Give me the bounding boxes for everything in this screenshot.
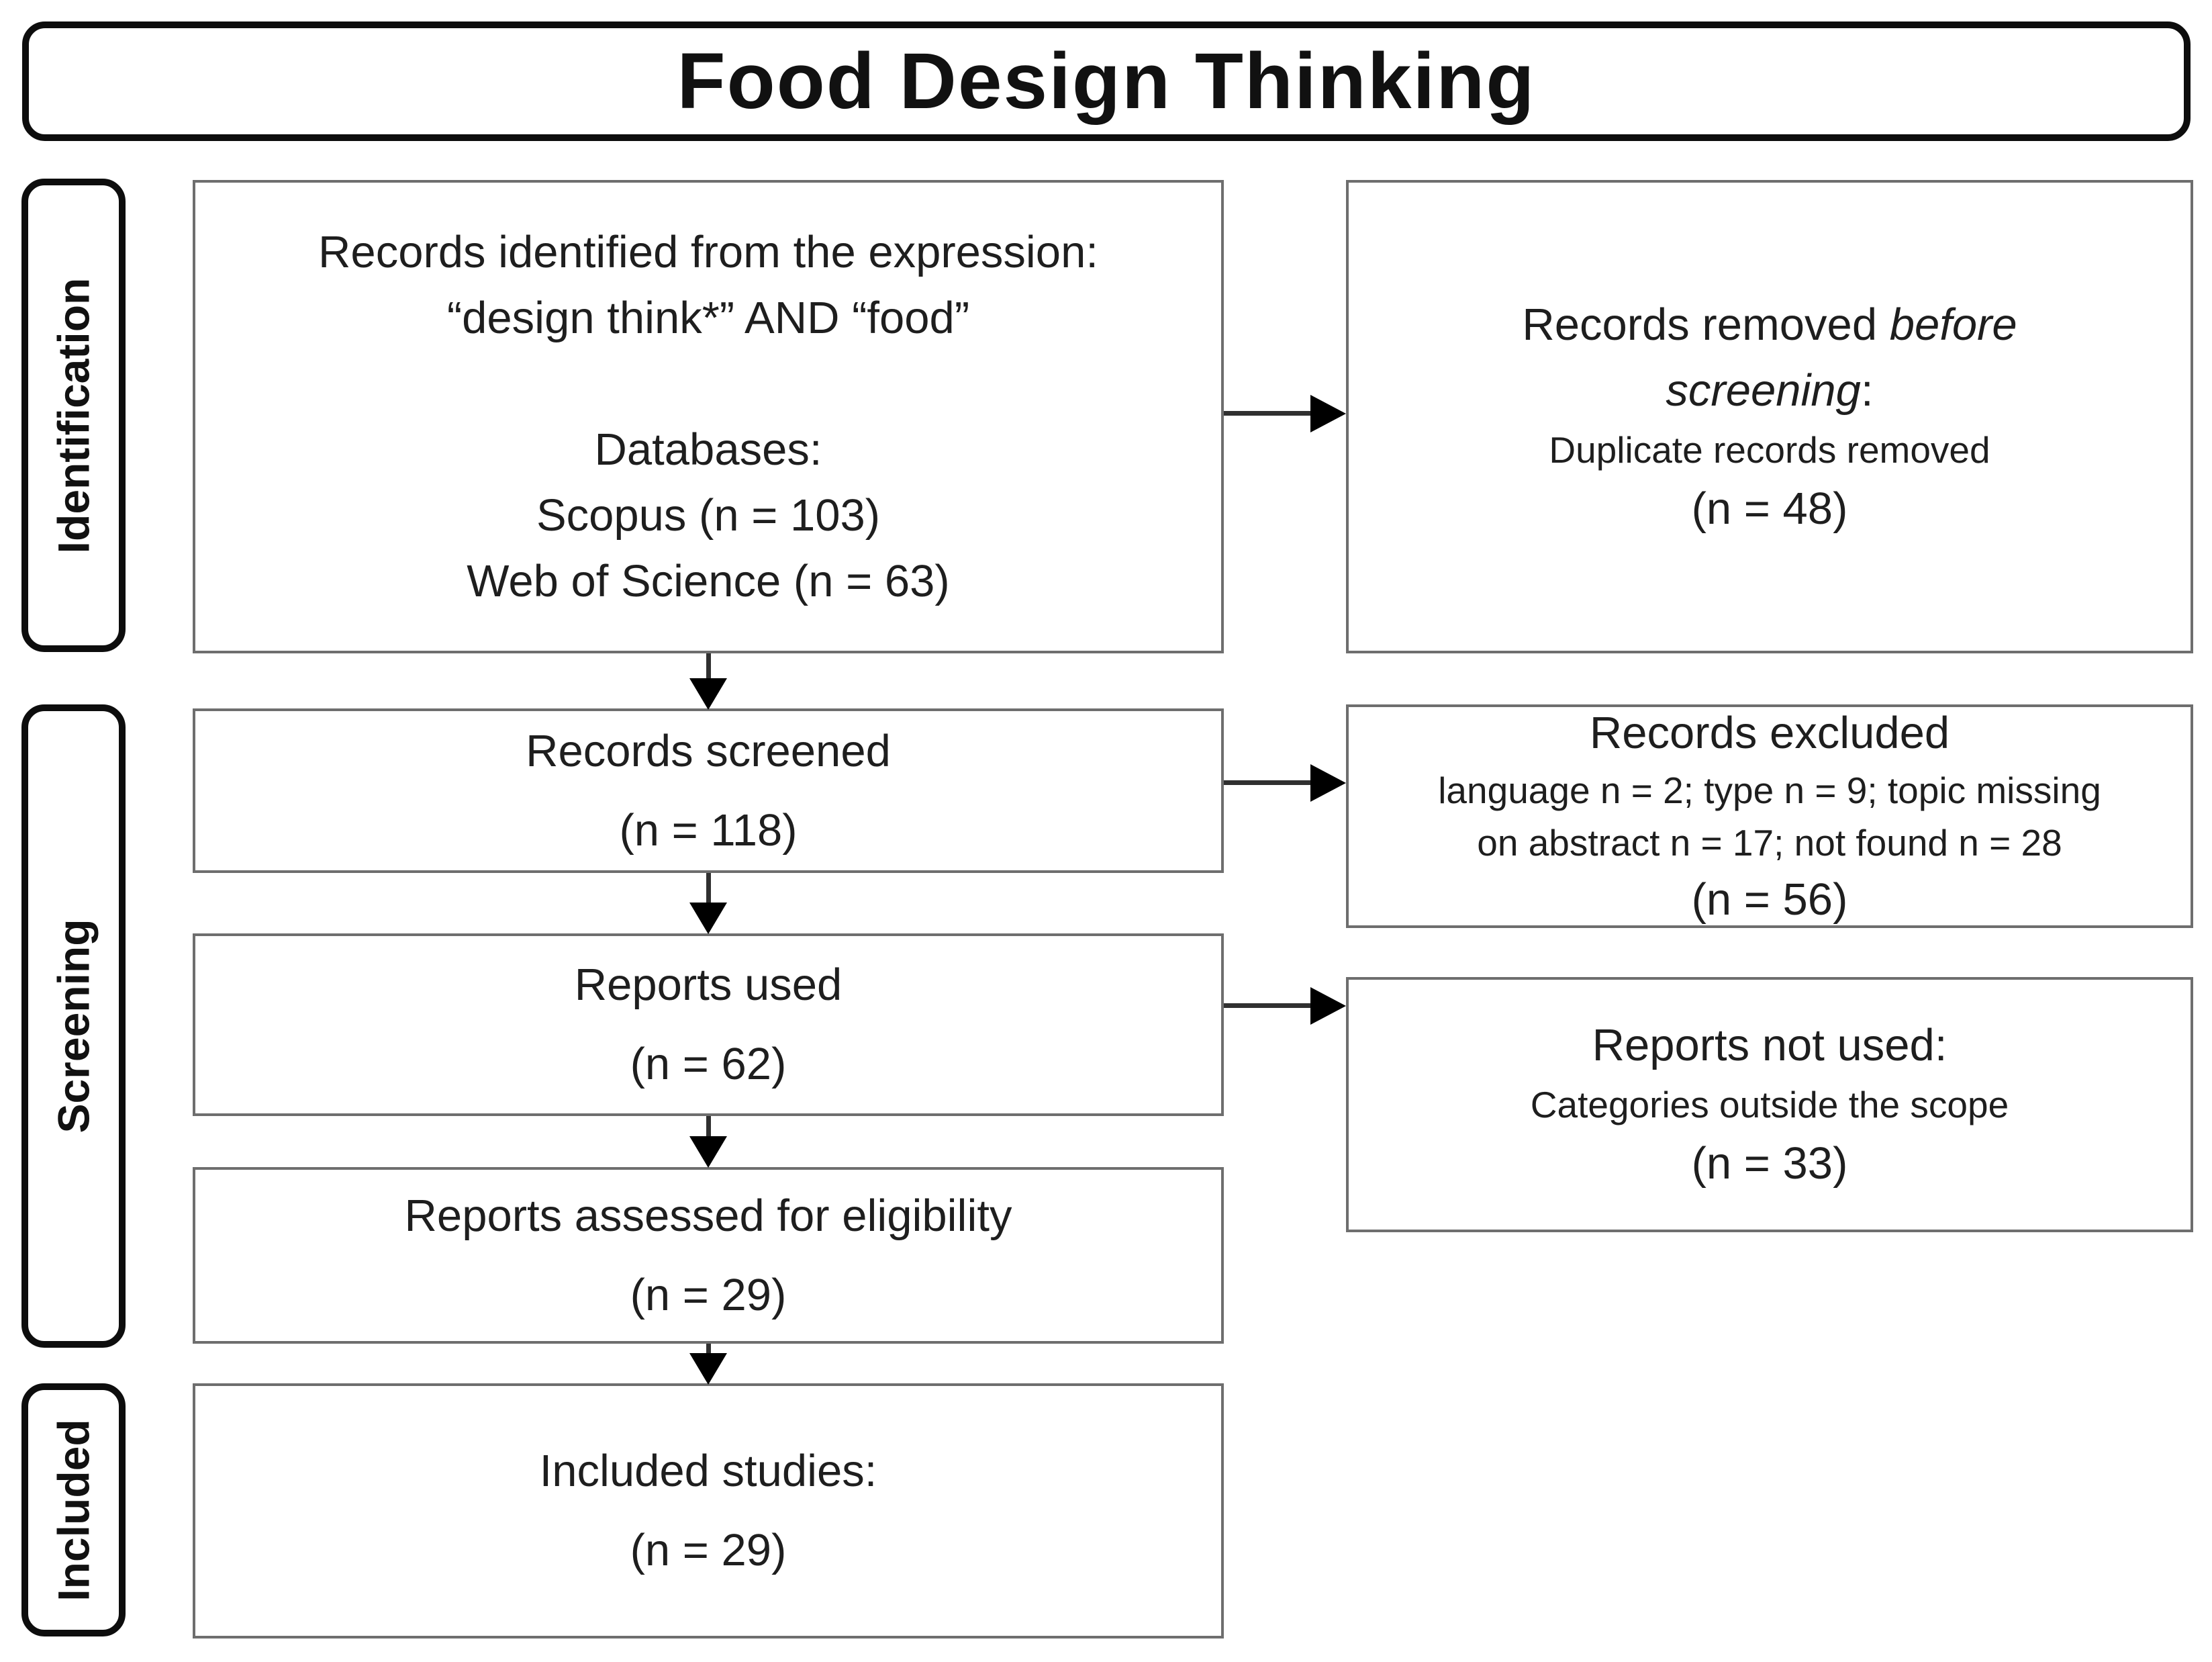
- arrow-line: [706, 653, 711, 679]
- box-line: (n = 48): [1691, 483, 1848, 534]
- box-line: Databases:: [594, 424, 822, 475]
- arrow-head: [689, 903, 727, 934]
- box-line: Duplicate records removed: [1549, 428, 1990, 471]
- box-reports-assessed: Reports assessed for eligibility (n = 29…: [193, 1167, 1224, 1344]
- box-line: Reports used: [574, 960, 843, 1010]
- stage-panel-included: Included: [21, 1383, 126, 1636]
- box-line: Reports not used:: [1592, 1020, 1947, 1070]
- box-line: (n = 118): [619, 804, 798, 856]
- stage-panel-identification: Identification: [21, 179, 126, 652]
- box-line: (n = 29): [630, 1269, 787, 1320]
- stage-label-identification: Identification: [48, 277, 99, 553]
- arrow-head: [689, 1136, 727, 1168]
- box-line: on abstract n = 17; not found n = 28: [1477, 821, 2062, 864]
- box-line: language n = 2; type n = 9; topic missin…: [1438, 769, 2101, 811]
- box-line: “design think*” AND “food”: [446, 292, 970, 343]
- box-records-excluded: Records excluded language n = 2; type n …: [1346, 704, 2193, 928]
- box-line: Records screened: [526, 725, 891, 776]
- stage-label-screening: Screening: [48, 919, 99, 1134]
- box-reports-not-used: Reports not used: Categories outside the…: [1346, 977, 2193, 1232]
- arrow-line: [1224, 1003, 1312, 1008]
- box-line-segment-italic: screening: [1666, 365, 1861, 416]
- arrow-head: [1310, 395, 1346, 432]
- arrow-head: [1310, 987, 1346, 1025]
- box-line: Records removed before: [1522, 292, 2017, 358]
- box-line: (n = 29): [630, 1525, 787, 1575]
- arrow-line: [706, 873, 711, 903]
- box-line-segment-italic: before: [1889, 299, 2017, 350]
- arrow-line: [1224, 780, 1312, 785]
- box-line: (n = 56): [1691, 874, 1848, 925]
- box-line: Records identified from the expression:: [318, 226, 1098, 277]
- box-reports-used: Reports used (n = 62): [193, 933, 1224, 1116]
- arrow-line: [706, 1116, 711, 1138]
- stage-panel-screening: Screening: [21, 704, 126, 1348]
- box-line: Categories outside the scope: [1530, 1084, 2009, 1125]
- box-line: screening:: [1666, 358, 1873, 424]
- box-records-screened: Records screened (n = 118): [193, 708, 1224, 873]
- box-line: Reports assessed for eligibility: [404, 1190, 1012, 1241]
- arrow-line: [1224, 411, 1312, 416]
- box-records-removed: Records removed before screening: Duplic…: [1346, 180, 2193, 653]
- arrow-head: [689, 678, 727, 710]
- box-line: Records excluded: [1589, 707, 1950, 758]
- box-records-identified: Records identified from the expression: …: [193, 180, 1224, 653]
- stage-label-included: Included: [48, 1418, 99, 1602]
- title-panel: Food Design Thinking: [22, 21, 2191, 141]
- box-included-studies: Included studies: (n = 29): [193, 1383, 1224, 1638]
- box-line: Web of Science (n = 63): [467, 555, 950, 606]
- box-line: Included studies:: [539, 1446, 877, 1496]
- box-line-segment: Records removed: [1522, 299, 1890, 350]
- box-line: (n = 62): [630, 1039, 787, 1089]
- box-line: Scopus (n = 103): [536, 490, 881, 541]
- diagram-title: Food Design Thinking: [677, 37, 1536, 126]
- box-line-segment: :: [1860, 365, 1874, 416]
- arrow-head: [1310, 764, 1346, 802]
- box-line: (n = 33): [1691, 1138, 1848, 1189]
- arrow-line: [706, 1344, 711, 1354]
- arrow-head: [689, 1353, 727, 1385]
